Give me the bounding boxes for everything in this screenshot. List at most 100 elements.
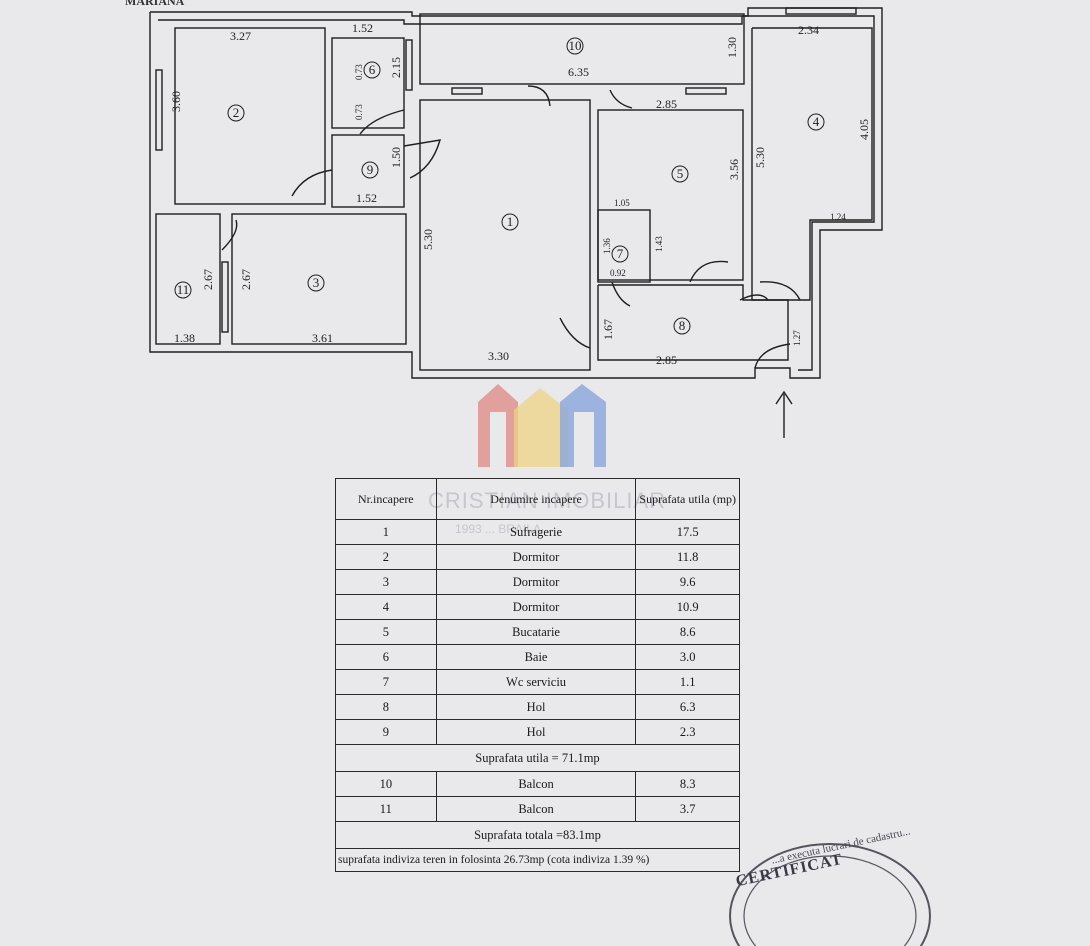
room-marker-circle	[363, 61, 381, 79]
cell-name: Hol	[435, 719, 637, 745]
cell-area: 3.0	[635, 644, 740, 670]
cell-area: 17.5	[635, 519, 740, 545]
agency-logo-icon	[478, 384, 606, 467]
cell-nr: 8	[335, 694, 437, 720]
dim-label: 4.05	[857, 119, 871, 140]
room-number: 2	[233, 105, 240, 120]
dim-label: 2.15	[389, 57, 403, 78]
room-marker-circle	[227, 104, 245, 122]
dim-label: 3.56	[727, 159, 741, 180]
dim-label: 3.30	[488, 349, 509, 363]
dimension-labels: 3.27 3.60 1.52 0.73 0.73 2.15 1.52 1.50 …	[169, 21, 871, 367]
cell-area: 3.7	[635, 796, 740, 822]
room-2-outline	[174, 27, 326, 205]
floor-plan: 3.27 3.60 1.52 0.73 0.73 2.15 1.52 1.50 …	[149, 7, 883, 438]
header-nr: Nr.incapere	[335, 478, 437, 520]
cell-name: Dormitor	[435, 569, 637, 595]
dim-label: 1.27	[792, 330, 802, 346]
total-area: Suprafata totala =83.1mp	[335, 821, 740, 849]
dim-label: 1.38	[174, 331, 195, 345]
room-number: 10	[569, 38, 582, 53]
window	[405, 39, 413, 91]
dim-label: 1.36	[602, 238, 612, 254]
dim-label: 1.50	[389, 147, 403, 168]
room-10-outline	[419, 13, 745, 85]
entrance-arrow-head	[775, 390, 793, 405]
room-1-outline	[419, 99, 591, 371]
cell-nr: 10	[335, 771, 437, 797]
room-number: 6	[369, 62, 376, 77]
header-fragment: MARIANA	[125, 0, 185, 8]
door-swing	[609, 89, 633, 109]
cell-nr: 6	[335, 644, 437, 670]
header-name: Denumire incapere	[435, 478, 637, 520]
door-swing	[403, 139, 441, 179]
window	[155, 69, 163, 151]
cell-name: Baie	[435, 644, 637, 670]
dim-label: 2.34	[798, 23, 819, 37]
dim-label: 1.30	[725, 37, 739, 58]
door-swing	[291, 169, 333, 197]
cell-area: 11.8	[635, 544, 740, 570]
cell-name: Dormitor	[435, 594, 637, 620]
cell-nr: 7	[335, 669, 437, 695]
room-marker-circle	[501, 213, 519, 231]
dim-label: 0.73	[354, 64, 364, 80]
room-number: 11	[177, 282, 190, 297]
room-number: 9	[367, 162, 374, 177]
cell-nr: 11	[335, 796, 437, 822]
dim-label: 2.85	[656, 97, 677, 111]
dim-label: 5.30	[421, 229, 435, 250]
useful-area-total: Suprafata utila = 71.1mp	[335, 744, 740, 772]
door-swing	[754, 343, 791, 369]
window	[785, 7, 857, 15]
indivisible-share-note: suprafata indiviza teren in folosinta 26…	[335, 848, 740, 872]
dim-label: 3.60	[169, 91, 183, 112]
cell-area: 2.3	[635, 719, 740, 745]
room-marker-circle	[307, 274, 325, 292]
cell-nr: 2	[335, 544, 437, 570]
cell-nr: 5	[335, 619, 437, 645]
dim-label: 3.27	[230, 29, 251, 43]
room-number: 8	[679, 318, 686, 333]
dim-label: 1.52	[356, 191, 377, 205]
cell-name: Dormitor	[435, 544, 637, 570]
dim-label: 2.67	[201, 269, 215, 290]
dim-label: 1.43	[654, 236, 664, 252]
room-8-outline	[597, 284, 789, 361]
cell-area: 9.6	[635, 569, 740, 595]
room-number: 5	[677, 166, 684, 181]
window	[451, 87, 483, 95]
cell-name: Wc serviciu	[435, 669, 637, 695]
door-swing	[739, 294, 769, 301]
dim-label: 2.85	[656, 353, 677, 367]
indivisible-share-note-row: suprafata indiviza teren in folosinta 26…	[335, 848, 740, 872]
dim-label: 1.24	[830, 212, 846, 222]
cell-area: 8.3	[635, 771, 740, 797]
door-swing	[611, 281, 631, 307]
room-number: 4	[813, 114, 820, 129]
room-9-outline	[331, 134, 405, 208]
door-swing	[759, 281, 801, 301]
dim-label: 2.67	[239, 269, 253, 290]
room-6-outline	[331, 37, 405, 129]
room-number: 3	[313, 275, 320, 290]
room-5-outline	[597, 109, 744, 281]
table-header-row: Nr.incapere Denumire incapere Suprafata …	[335, 478, 740, 520]
cell-nr: 1	[335, 519, 437, 545]
cell-nr: 9	[335, 719, 437, 745]
cell-area: 10.9	[635, 594, 740, 620]
room-marker-circle	[361, 161, 379, 179]
total-area-row: Suprafata totala =83.1mp	[335, 821, 740, 849]
room-marker-circle	[671, 165, 689, 183]
room-number: 7	[617, 246, 624, 261]
